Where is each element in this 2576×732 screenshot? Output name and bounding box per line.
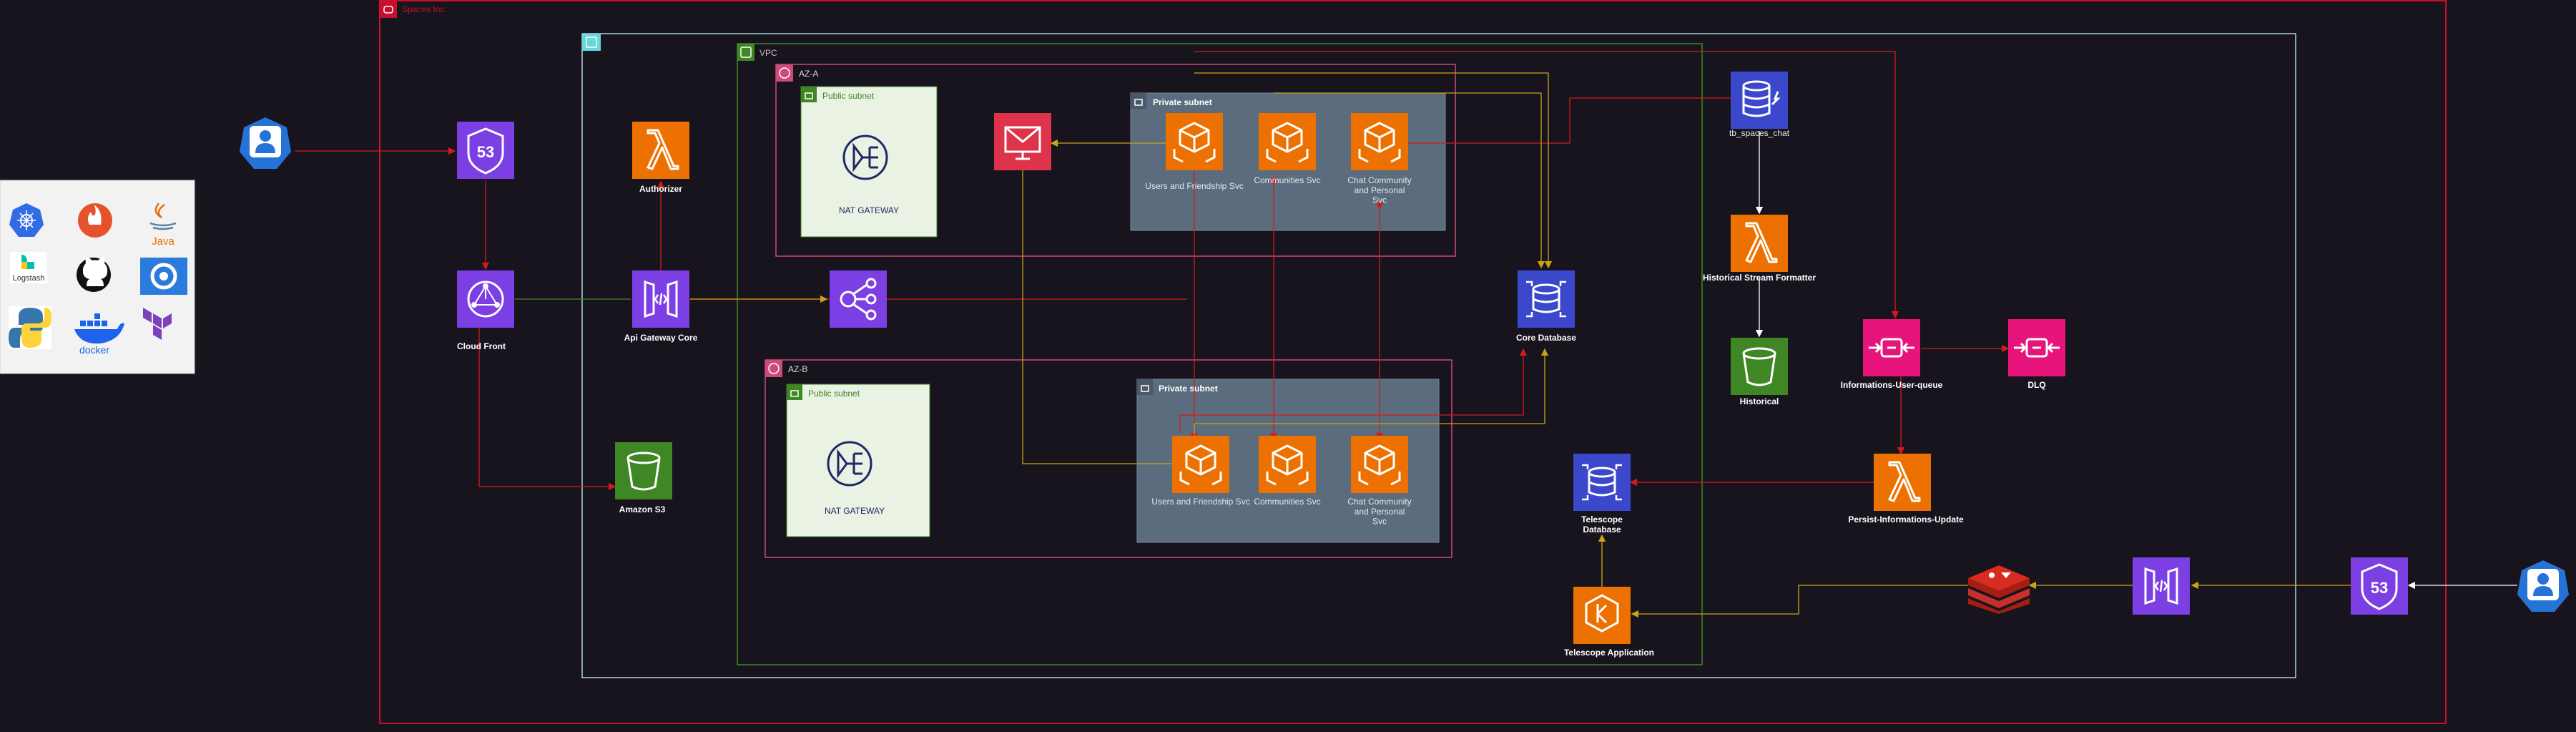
users-friendship-svc-b[interactable]: Users and Friendship Svc <box>1151 436 1250 507</box>
tb-spaces-chat[interactable]: tb_spaces_chat <box>1729 72 1790 138</box>
private-subnet-b-label: Private subnet <box>1159 384 1218 394</box>
private-subnet-a-label: Private subnet <box>1153 97 1212 107</box>
core-database[interactable]: Core Database <box>1516 270 1576 343</box>
cloudfront-label: Cloud Front <box>457 341 506 351</box>
logstash-label: Logstash <box>13 274 45 283</box>
java-icon: Java <box>149 202 177 248</box>
historical-stream-formatter-label: Historical Stream Formatter <box>1703 273 1816 283</box>
java-label: Java <box>152 235 174 248</box>
docker-label: docker <box>79 344 109 356</box>
nat-gateway-b-label: NAT GATEWAY <box>825 506 885 516</box>
account-group <box>581 33 2296 678</box>
public-subnet-a-label: Public subnet <box>822 91 875 101</box>
vpc-group: VPC <box>737 43 1703 665</box>
edge-private-a-core2 <box>1274 92 1545 269</box>
users-a-label: Users and Friendship Svc <box>1145 181 1243 191</box>
route53-right[interactable] <box>2351 557 2408 615</box>
api-gateway-core-label: Api Gateway Core <box>624 333 698 343</box>
python-icon <box>9 306 51 349</box>
authorizer-label: Authorizer <box>639 184 682 194</box>
github-icon <box>77 258 111 292</box>
edge-chat-a-right <box>1407 97 1732 144</box>
terraform-icon <box>143 308 172 340</box>
edge-redis-telescope <box>1631 585 1968 618</box>
edge-private-a-core1 <box>1194 72 1553 269</box>
informations-user-queue[interactable]: Informations-User-queue <box>1841 319 1943 390</box>
logstash-icon: Logstash <box>10 252 47 283</box>
az-b-group: AZ-B <box>765 359 1452 558</box>
kubernetes-icon <box>9 203 44 237</box>
notification-node[interactable] <box>994 113 1051 170</box>
edge-private-b-core <box>1179 348 1528 433</box>
edge-sns-private-b <box>1018 163 1173 464</box>
informations-user-queue-label: Informations-User-queue <box>1841 380 1943 390</box>
historical-stream-formatter[interactable]: Historical Stream Formatter <box>1703 215 1816 283</box>
spaces-inc-label: Spaces Inc. <box>402 4 447 14</box>
spaces-inc-group: Spaces Inc. <box>379 0 2447 724</box>
nat-gateway-a[interactable]: NAT GATEWAY <box>839 135 899 215</box>
telescope-application[interactable]: Telescope Application <box>1564 587 1654 658</box>
users-friendship-svc-a[interactable]: Users and Friendship Svc <box>1145 113 1244 191</box>
amazon-s3[interactable]: Amazon S3 <box>615 442 672 514</box>
az-b-label: AZ-B <box>788 364 807 374</box>
historical-label: Historical <box>1740 396 1779 406</box>
edge-core-to-queue <box>1194 51 1899 319</box>
persist-informations-update[interactable]: Persist-Informations-Update <box>1848 454 1964 524</box>
grafana-icon <box>140 258 187 295</box>
api-gateway-telescope[interactable] <box>2133 557 2190 615</box>
az-a-group: AZ-A <box>775 64 1456 257</box>
core-database-label: Core Database <box>1516 333 1576 343</box>
edge-cloudfront-s3 <box>478 328 616 491</box>
nat-gateway-b[interactable]: NAT GATEWAY <box>825 441 885 516</box>
communities-a-label: Communities Svc <box>1254 175 1320 185</box>
communities-svc-a[interactable]: Communities Svc <box>1254 113 1321 185</box>
users-b-label: Users and Friendship Svc <box>1151 497 1249 507</box>
edge-private-b-core2 <box>1194 348 1549 440</box>
prometheus-icon <box>78 203 112 238</box>
communities-svc-b[interactable]: Communities Svc <box>1254 436 1321 507</box>
az-a-label: AZ-A <box>799 69 818 79</box>
dlq[interactable]: DLQ <box>2008 319 2065 390</box>
public-subnet-b-label: Public subnet <box>808 389 860 399</box>
redis-cache[interactable] <box>1968 565 2030 614</box>
load-balancer[interactable] <box>830 270 887 328</box>
persist-informations-update-label: Persist-Informations-Update <box>1848 514 1964 524</box>
api-gateway-core[interactable]: Api Gateway Core <box>624 270 698 343</box>
cloudfront-node[interactable]: Cloud Front <box>457 270 514 351</box>
historical-bucket[interactable]: Historical <box>1731 338 1788 406</box>
nat-gateway-a-label: NAT GATEWAY <box>839 205 899 215</box>
telescope-application-label: Telescope Application <box>1564 648 1654 658</box>
authorizer-lambda[interactable]: Authorizer <box>632 122 689 194</box>
docker-icon: docker <box>74 313 124 356</box>
communities-b-label: Communities Svc <box>1254 497 1320 507</box>
tools-panel: Java Logstash docker <box>0 180 195 374</box>
tb-spaces-chat-label: tb_spaces_chat <box>1729 128 1790 138</box>
route53-main[interactable] <box>457 122 514 179</box>
user-node-right[interactable] <box>2517 560 2569 612</box>
dlq-label: DLQ <box>2027 380 2045 390</box>
public-subnet-b: Public subnet <box>786 384 930 537</box>
amazon-s3-label: Amazon S3 <box>619 504 666 514</box>
vpc-label: VPC <box>759 48 777 58</box>
connectors <box>295 51 2517 618</box>
user-node-left[interactable] <box>240 117 291 169</box>
